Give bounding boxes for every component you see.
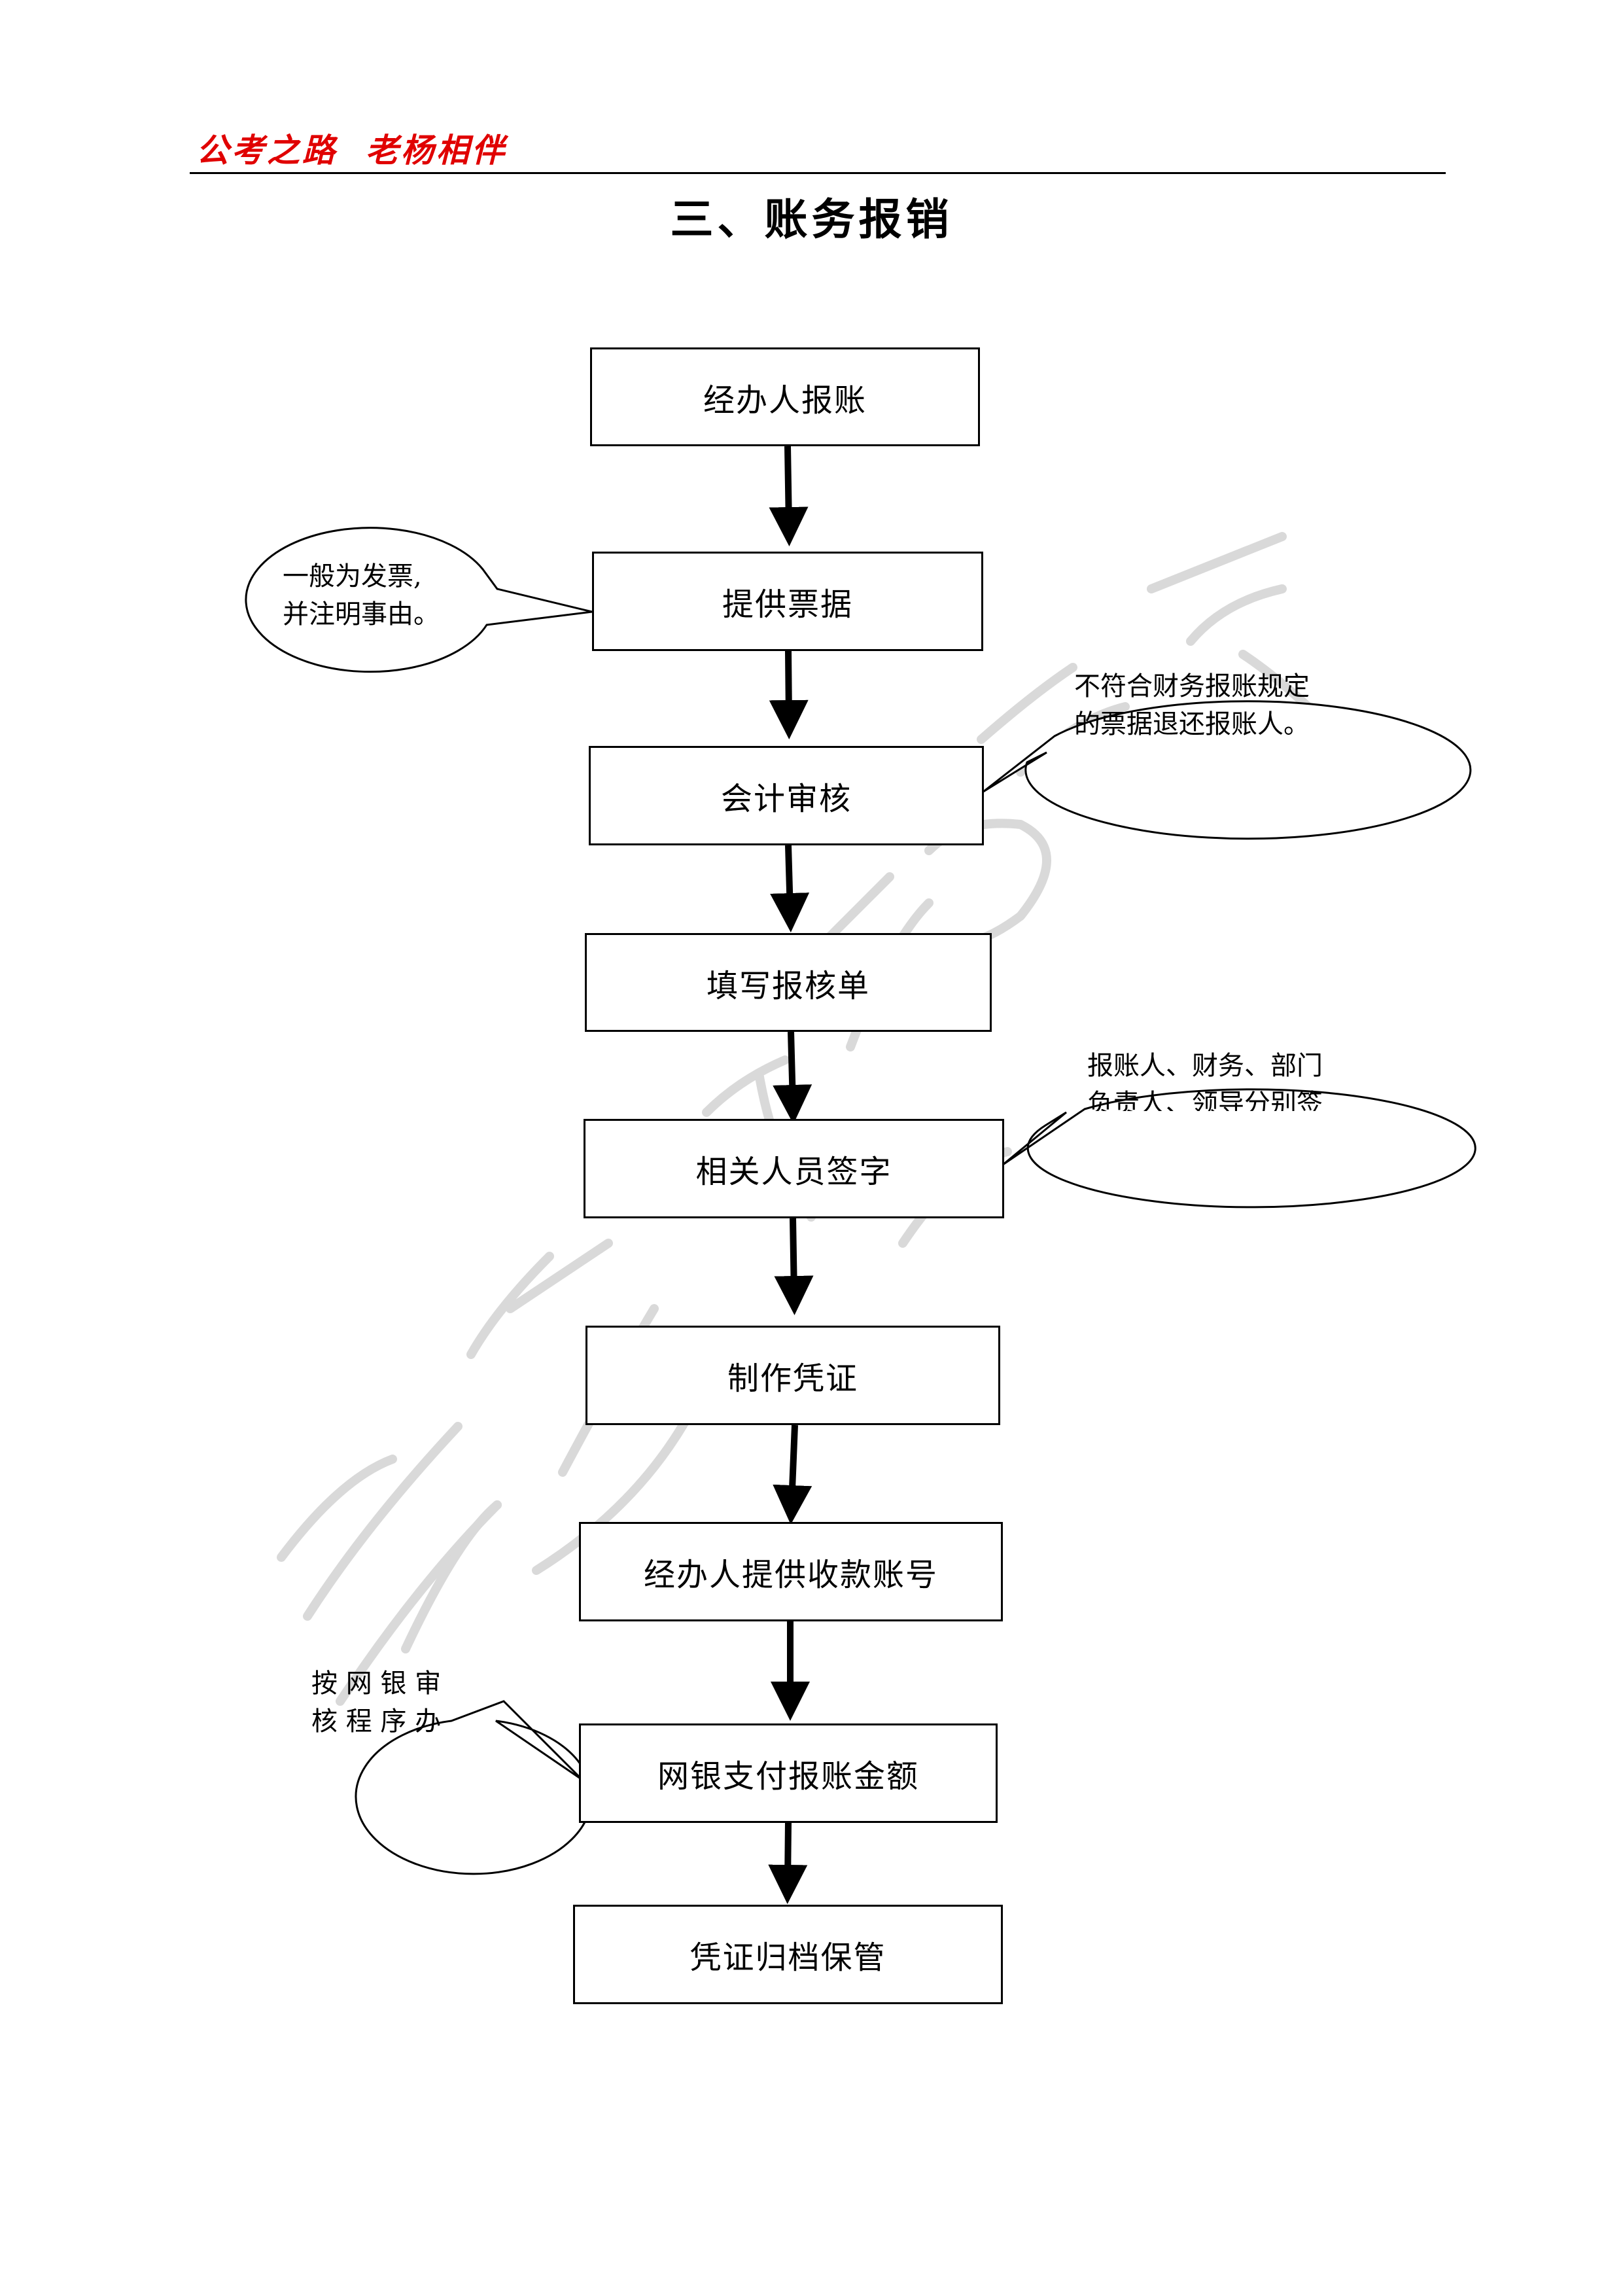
- step-bank-account: 经办人提供收款账号: [579, 1522, 1003, 1621]
- step-archive-voucher: 凭证归档保管: [573, 1905, 1003, 2004]
- arrow-1: [769, 446, 809, 546]
- note-3-line-2: 负责人、领导分别签: [1087, 1089, 1323, 1111]
- callout-note-1: [245, 527, 593, 673]
- note-4-text: 按 网 银 审 核 程 序 办: [311, 1665, 441, 1740]
- note-2-line-2: 的票据退还报账人。: [1074, 709, 1310, 739]
- callout-note-4: [355, 1700, 593, 1875]
- arrow-6: [773, 1424, 812, 1525]
- header-divider: [190, 172, 1446, 174]
- note-3-line-1: 报账人、财务、部门: [1087, 1051, 1323, 1081]
- arrow-3: [770, 845, 810, 932]
- note-2-line-1: 不符合财务报账规定: [1074, 671, 1310, 701]
- note-3-text: 报账人、财务、部门 负责人、领导分别签: [1087, 1047, 1323, 1111]
- arrow-2: [769, 650, 809, 739]
- note-2-text: 不符合财务报账规定 的票据退还报账人。: [1074, 667, 1310, 743]
- step-signatures: 相关人员签字: [584, 1119, 1004, 1218]
- note-1-line-2: 并注明事由。: [283, 599, 440, 629]
- step-submit-claim: 经办人报账: [590, 347, 980, 446]
- note-1-text: 一般为发票, 并注明事由。: [283, 557, 440, 633]
- callout-note-3: [1002, 1088, 1476, 1209]
- callout-note-2: [983, 700, 1472, 840]
- note-4-line-2: 核 程 序 办: [311, 1706, 442, 1737]
- page-title: 三、账务报销: [670, 194, 953, 245]
- note-1-line-1: 一般为发票,: [283, 561, 422, 592]
- arrow-5: [774, 1218, 814, 1315]
- step-provide-receipts: 提供票据: [592, 552, 983, 651]
- step-accounting-review: 会计审核: [589, 746, 984, 845]
- arrow-4: [773, 1031, 812, 1124]
- step-fill-form: 填写报核单: [585, 933, 992, 1032]
- step-online-payment: 网银支付报账金额: [579, 1723, 998, 1823]
- note-4-line-1: 按 网 银 审: [311, 1669, 442, 1699]
- header-brand: 公考之路 老杨相伴: [196, 131, 507, 169]
- step-make-voucher: 制作凭证: [585, 1326, 1000, 1425]
